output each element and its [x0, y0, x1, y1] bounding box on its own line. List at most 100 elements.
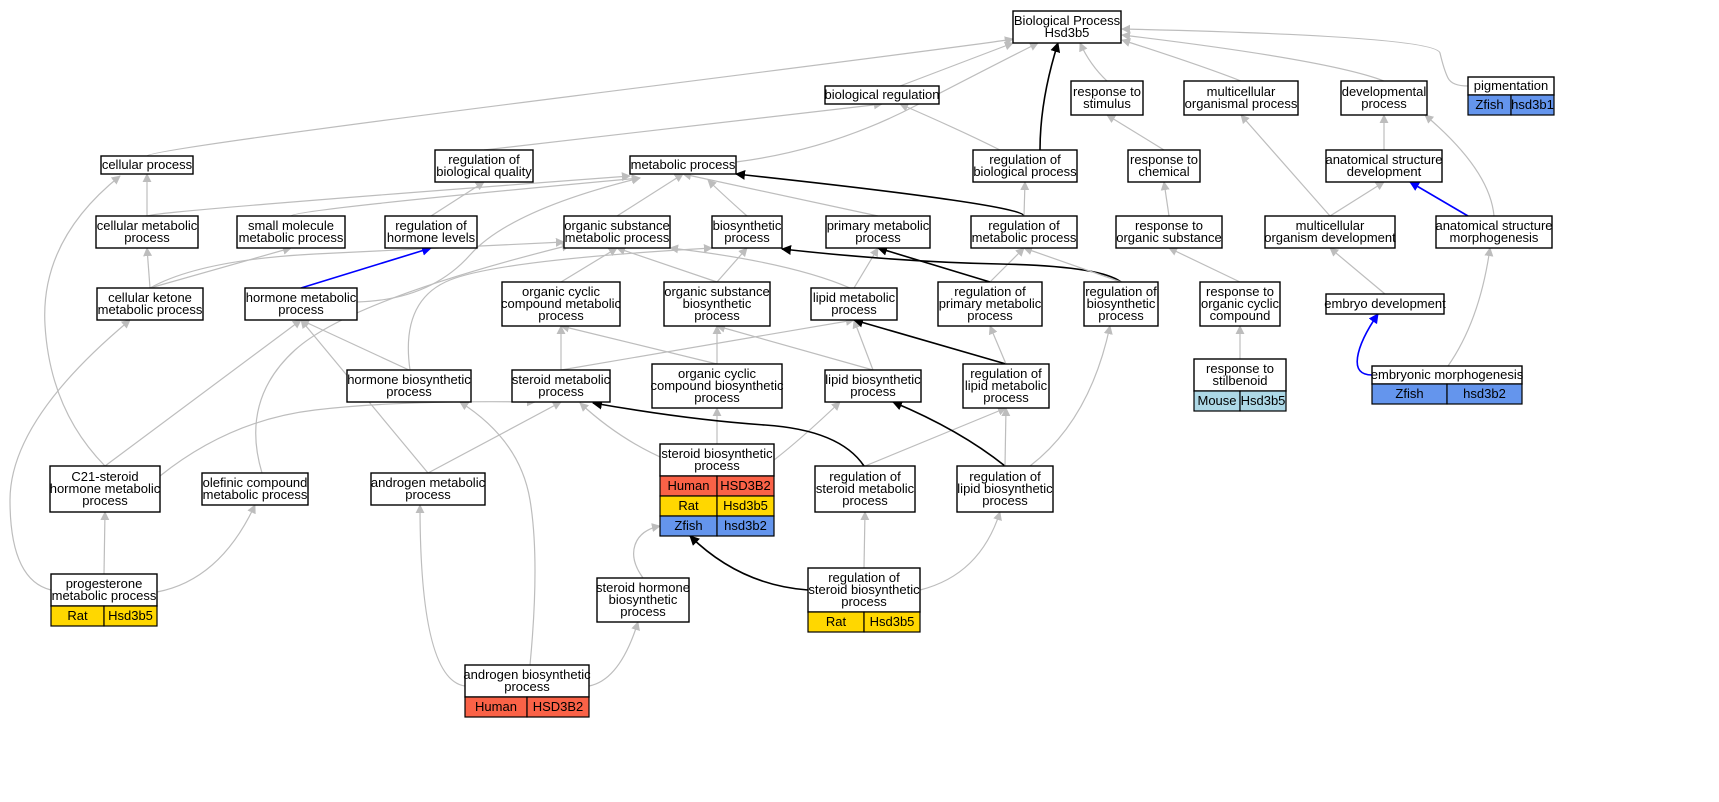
- edge-regulation_of_lipid_biosynthetic_process-to-regulation_of_biosynthetic_process: [1029, 325, 1113, 467]
- node-label-line: regulation of: [448, 152, 520, 167]
- edge-cellular_process-to-bp_root: [146, 36, 1014, 157]
- node-box: [1193, 358, 1287, 392]
- edge-response_to_organic_substance-to-response_to_chemical: [1160, 181, 1170, 217]
- edge-organic_substance_biosynthetic_process-to-biosynthetic_process: [716, 247, 748, 283]
- node-box: [659, 443, 775, 477]
- node-box: [962, 363, 1050, 409]
- edge-regulation_of_biological_process-to-biological_regulation: [899, 103, 1001, 151]
- annotation-species-label: Human: [475, 699, 517, 714]
- node-box: [824, 85, 940, 105]
- go-term-node-cellular_process[interactable]: cellular process: [100, 155, 194, 175]
- node-label-line: androgen metabolic: [371, 475, 486, 490]
- go-term-node-embryo_development[interactable]: embryo development: [1324, 293, 1446, 315]
- edge-regulation_of_primary_metabolic_process-to-regulation_of_metabolic_process: [989, 247, 1025, 283]
- node-label-line: response to: [1130, 152, 1198, 167]
- edge-cellular_ketone_metabolic_process-to-small_molecule_metabolic_process: [149, 245, 292, 289]
- annotation-gene-label: Hsd3b5: [870, 614, 915, 629]
- node-label-line: regulation of: [828, 570, 900, 585]
- go-term-node-biological_regulation[interactable]: biological regulation: [824, 85, 940, 105]
- edge-cellular_metabolic_process-to-metabolic_process: [146, 172, 631, 217]
- edge-embryonic_morphogenesis-to-anatomical_structure_morphogenesis: [1447, 247, 1494, 367]
- edge-lipid_metabolic_process-to-organic_substance_metabolic_process: [669, 244, 851, 289]
- node-label-line: primary metabolic: [939, 296, 1042, 311]
- node-box: [711, 215, 783, 249]
- node-label-line: process: [1361, 96, 1407, 111]
- edge-pigmentation-to-bp_root: [1121, 24, 1469, 87]
- node-box: [956, 465, 1054, 513]
- node-box: [1199, 281, 1281, 327]
- node-label-line: small molecule: [248, 218, 334, 233]
- node-label-line: process: [694, 390, 740, 405]
- edge-regulation_of_steroid_biosynthetic_process-to-steroid_biosynthetic_process: [689, 535, 809, 591]
- node-label-line: response to: [1206, 284, 1274, 299]
- edge-regulation_of_primary_metabolic_process-to-primary_metabolic_process: [877, 245, 991, 283]
- node-label-line: chemical: [1138, 164, 1189, 179]
- node-label-line: process: [967, 308, 1013, 323]
- annotation-species-label: Zfish: [674, 518, 702, 533]
- node-label-line: steroid hormone: [596, 580, 690, 595]
- node-box: [972, 149, 1078, 183]
- annotation-gene-label: Hsd3b5: [108, 608, 153, 623]
- node-box: [511, 369, 611, 403]
- node-label-line: stimulus: [1083, 96, 1131, 111]
- node-label-line: compound metabolic: [501, 296, 621, 311]
- node-label-line: metabolic process: [565, 230, 670, 245]
- edge-response_to_stimulus-to-bp_root: [1079, 42, 1108, 82]
- node-box: [346, 369, 472, 403]
- annotation-gene-label: hsd3b2: [724, 518, 767, 533]
- edge-regulation_of_lipid_biosynthetic_process-to-lipid_biosynthetic_process: [892, 400, 1006, 467]
- annotation-species-label: Rat: [826, 614, 847, 629]
- edge-regulation_of_biosynthetic_process-to-regulation_of_metabolic_process: [1023, 246, 1122, 283]
- go-term-node-metabolic_process[interactable]: metabolic process: [629, 155, 737, 175]
- node-box: [384, 215, 478, 249]
- node-label-line: hormone levels: [387, 230, 476, 245]
- edge-progesterone_metabolic_process-to-c21_steroid_hormone_metabolic_process: [100, 511, 110, 575]
- edge-cellular_ketone_metabolic_process-to-cellular_metabolic_process: [143, 247, 153, 289]
